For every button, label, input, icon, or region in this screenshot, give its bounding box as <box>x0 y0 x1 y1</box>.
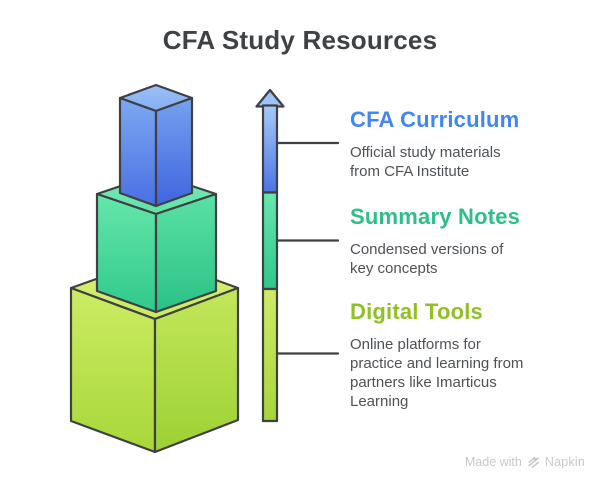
page-title: CFA Study Resources <box>162 25 438 55</box>
arrow-segment-teal <box>261 191 279 291</box>
arrow-segment-blue <box>261 104 279 194</box>
arrow-segment-lime <box>261 287 279 423</box>
level-description-digital-tools: Online platforms for practice and learni… <box>350 336 524 410</box>
blue-cube <box>118 83 194 208</box>
level-heading-digital-tools: Digital Tools <box>350 299 483 324</box>
watermark-brand: Napkin <box>544 455 585 469</box>
blue-cube-left-face <box>118 96 158 208</box>
level-description-summary-notes: Condensed versions of key concepts <box>350 241 504 277</box>
connector-lines <box>276 141 340 355</box>
level-description-cfa-curriculum: Official study materials from CFA Instit… <box>350 144 501 180</box>
made-with-napkin-watermark[interactable]: Made with Napkin <box>465 455 585 469</box>
teal-cube-left-face <box>95 192 158 314</box>
level-block-digital-tools: Digital Tools Online platforms for pract… <box>350 300 550 411</box>
lime-cube-right-face <box>153 286 240 454</box>
level-block-summary-notes: Summary Notes Condensed versions of key … <box>350 205 550 278</box>
napkin-logo-icon <box>528 456 540 468</box>
level-heading-summary-notes: Summary Notes <box>350 204 521 229</box>
level-heading-cfa-curriculum: CFA Curriculum <box>350 107 520 132</box>
teal-cube-right-face <box>154 192 218 314</box>
blue-cube-right-face <box>154 96 194 208</box>
level-block-cfa-curriculum: CFA Curriculum Official study materials … <box>350 108 550 181</box>
watermark-prefix: Made with <box>464 455 522 469</box>
teal-cube <box>95 172 218 314</box>
progress-arrow <box>255 88 285 423</box>
arrow-head <box>255 88 285 108</box>
